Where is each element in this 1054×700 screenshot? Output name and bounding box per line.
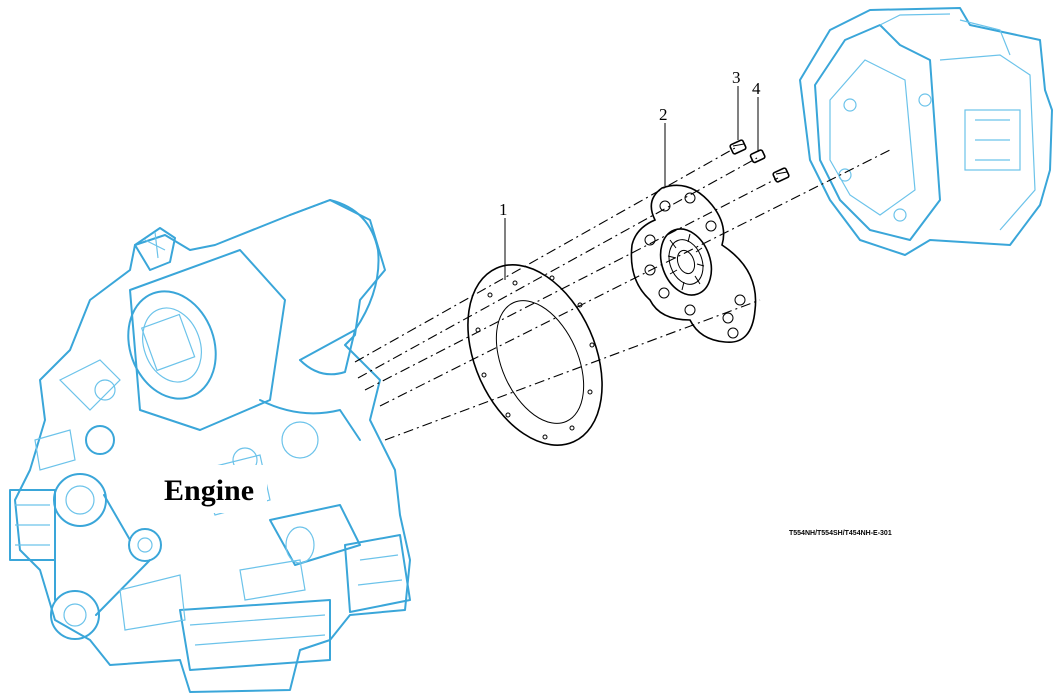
callout-3: 3 — [732, 68, 741, 140]
callout-4-label: 4 — [752, 79, 761, 98]
part-3-bolts — [729, 139, 790, 183]
callout-2: 2 — [659, 105, 668, 186]
callout-1-label: 1 — [499, 200, 508, 219]
bolt-lower — [772, 167, 790, 183]
engine-label: Engine — [164, 474, 254, 507]
drawing-code-label: T554NH/T554SH/T454NH-E-301 — [789, 530, 892, 537]
callout-1: 1 — [499, 200, 508, 280]
callout-4: 4 — [752, 79, 761, 152]
engine-drawing — [9, 199, 411, 693]
callout-3-label: 3 — [732, 68, 741, 87]
part-4-dowel-pin — [749, 149, 766, 164]
bolt-upper — [729, 139, 747, 155]
engine-label-background — [155, 465, 267, 513]
assembly-lines — [354, 147, 891, 441]
transmission-housing-drawing — [799, 7, 1053, 256]
part-2-damper-disc — [630, 184, 757, 343]
part-1-flexplate — [467, 264, 603, 446]
callout-2-label: 2 — [659, 105, 668, 124]
